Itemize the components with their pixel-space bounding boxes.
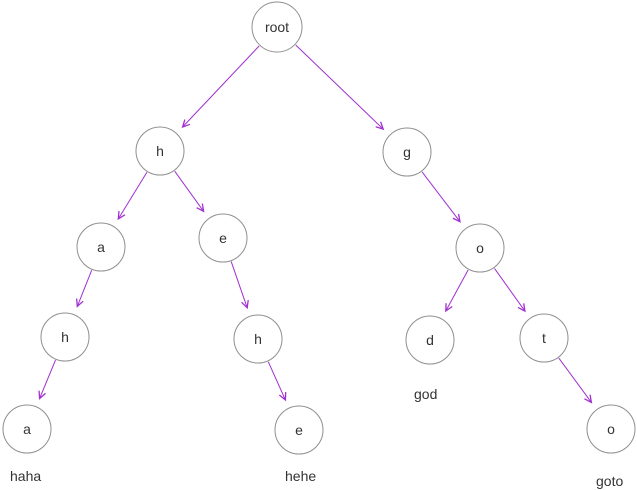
node-label: e bbox=[295, 422, 303, 438]
edge-a1-h2 bbox=[75, 270, 93, 308]
node-circle bbox=[382, 127, 432, 177]
node-circle bbox=[76, 222, 126, 272]
edge-h1-e1 bbox=[174, 170, 205, 213]
node-circle bbox=[274, 405, 324, 455]
node-label: a bbox=[23, 421, 31, 437]
node-label: a bbox=[97, 239, 105, 255]
node-circle bbox=[233, 314, 283, 364]
node-circle bbox=[2, 404, 52, 454]
tree-node-t1: t bbox=[519, 313, 569, 363]
word-labels-layer: haha hehe god goto bbox=[10, 386, 623, 489]
node-circle bbox=[40, 312, 90, 362]
tree-node-o2: o bbox=[586, 404, 636, 454]
tree-node-a1: a bbox=[76, 222, 126, 272]
edge-t1-o2 bbox=[558, 357, 593, 404]
node-circle bbox=[455, 223, 505, 273]
node-label: d bbox=[426, 332, 434, 348]
word-label-haha: haha bbox=[10, 468, 41, 484]
edge-h2-a2 bbox=[38, 359, 56, 400]
edge-root-g1 bbox=[295, 44, 385, 131]
node-label: h bbox=[254, 331, 262, 347]
word-label-goto: goto bbox=[596, 473, 623, 489]
node-label: e bbox=[219, 230, 227, 246]
edge-root-h1 bbox=[181, 45, 260, 129]
word-label-hehe: hehe bbox=[285, 468, 316, 484]
node-circle bbox=[198, 213, 248, 263]
node-label: h bbox=[61, 329, 69, 345]
edge-h3-e2 bbox=[267, 361, 287, 402]
tree-node-o1: o bbox=[455, 223, 505, 273]
node-label: o bbox=[476, 240, 484, 256]
tree-node-g1: g bbox=[382, 127, 432, 177]
tree-node-e2: e bbox=[274, 405, 324, 455]
node-label: root bbox=[265, 19, 289, 35]
node-label: o bbox=[607, 421, 615, 437]
tree-node-root: root bbox=[251, 1, 303, 53]
tree-node-a2: a bbox=[2, 404, 52, 454]
edge-o1-t1 bbox=[494, 268, 526, 313]
tree-node-e1: e bbox=[198, 213, 248, 263]
node-circle bbox=[586, 404, 636, 454]
edge-e1-h3 bbox=[230, 261, 249, 310]
node-label: t bbox=[542, 330, 546, 346]
tree-node-h1: h bbox=[135, 126, 185, 176]
edges-layer bbox=[38, 44, 593, 404]
edge-h1-a1 bbox=[117, 172, 148, 221]
word-label-god: god bbox=[414, 386, 437, 402]
node-circle bbox=[135, 126, 185, 176]
node-label: h bbox=[156, 143, 164, 159]
tree-node-d1: d bbox=[405, 315, 455, 365]
edge-o1-d1 bbox=[445, 269, 469, 313]
nodes-layer: root h g a e o h h d t a e o bbox=[2, 1, 636, 455]
edge-g1-o1 bbox=[421, 171, 461, 223]
tree-node-h3: h bbox=[233, 314, 283, 364]
node-circle bbox=[251, 1, 303, 53]
tree-node-h2: h bbox=[40, 312, 90, 362]
node-circle bbox=[405, 315, 455, 365]
node-circle bbox=[519, 313, 569, 363]
node-label: g bbox=[403, 144, 411, 160]
